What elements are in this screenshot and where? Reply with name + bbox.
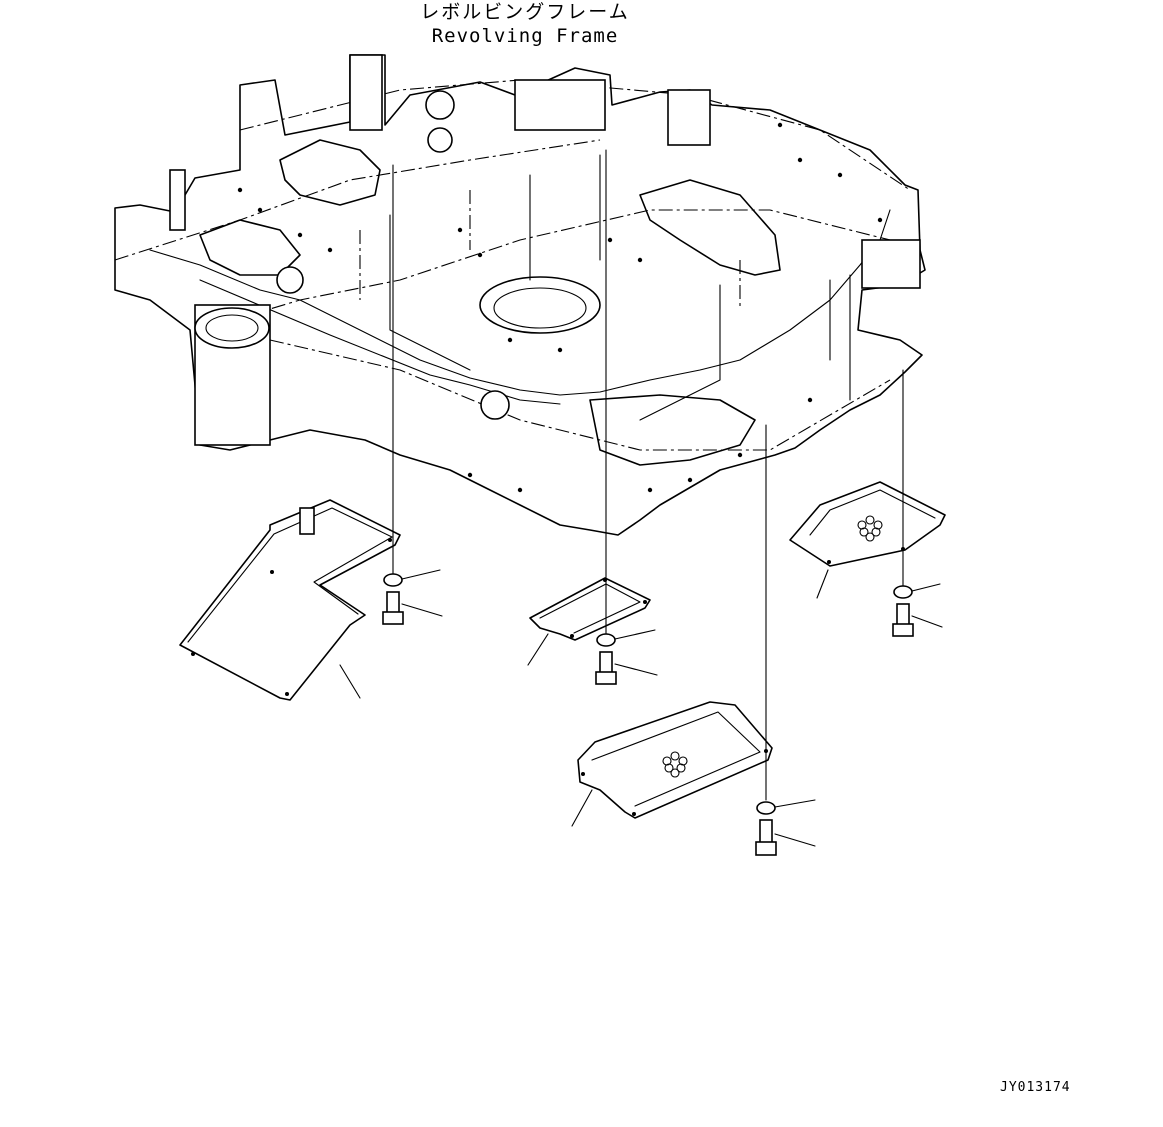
- bolt-right-shank: [896, 603, 910, 627]
- leader-bolt-centre: [614, 663, 658, 676]
- frame-pillar-right: [667, 89, 711, 146]
- leader-right-cover: [816, 569, 829, 599]
- cover-dowel-pin: [299, 507, 315, 535]
- fastener-left: [382, 569, 443, 625]
- washer-centre: [596, 633, 616, 647]
- assembly-lines: [392, 149, 904, 801]
- washer-right: [893, 585, 913, 599]
- leader-lower-cover: [571, 789, 593, 827]
- fastener-lower: [755, 799, 816, 856]
- frame-cutout-front-left: [279, 139, 381, 206]
- leader-washer-lower: [774, 799, 816, 808]
- leader-washer-centre: [614, 629, 656, 640]
- frame-rear-wall: [529, 154, 601, 281]
- frame-cutout-right: [639, 179, 781, 276]
- fastener-centre: [595, 629, 658, 685]
- bolt-lower-shank: [759, 819, 773, 845]
- frame-bracket-boss-1: [425, 90, 455, 120]
- title-english: Revolving Frame: [431, 25, 619, 47]
- bolt-right-head: [892, 623, 914, 637]
- cover-hole-pattern-lower: [662, 751, 688, 778]
- frame-bracket-boss-2: [427, 127, 453, 153]
- frame-centre-wall-right: [639, 284, 721, 421]
- frame-boom-foot-top: [194, 307, 270, 349]
- frame-bolt-holes: [237, 122, 883, 493]
- frame-side-rail: [199, 279, 561, 405]
- frame-centre-wall-left: [389, 214, 471, 371]
- cover-hole-pattern-right: [857, 515, 883, 542]
- undercover-centre: [527, 577, 651, 666]
- frame-pipe-elbow-rear: [480, 390, 510, 420]
- frame-cutout-left: [199, 219, 301, 276]
- bolt-centre-head: [595, 671, 617, 685]
- bolt-left-shank: [386, 591, 400, 615]
- frame-right-wall: [829, 274, 851, 401]
- drawing-code: JY013174: [1000, 1080, 1071, 1095]
- leader-washer-left: [401, 569, 441, 580]
- leader-bolt-left: [401, 603, 443, 617]
- frame-pillar-bracket: [169, 169, 186, 231]
- undercover-left: [179, 499, 401, 701]
- leader-left-cover: [339, 664, 361, 699]
- leader-bolt-right: [911, 615, 943, 628]
- undercover-lower: [571, 701, 773, 827]
- frame-cutout-rear: [589, 394, 756, 466]
- bolt-left-head: [382, 611, 404, 625]
- swing-circle-opening: [479, 276, 601, 334]
- leader-bolt-lower: [774, 833, 816, 847]
- washer-left: [383, 573, 403, 587]
- leader-washer-right: [911, 583, 941, 592]
- fastener-right: [892, 583, 943, 637]
- frame-pipe-elbow: [276, 266, 304, 294]
- undercover-right: [789, 481, 946, 599]
- washer-lower: [756, 801, 776, 815]
- frame-pillar-far-right: [861, 239, 921, 289]
- frame-boom-foot-bore: [205, 314, 259, 342]
- swing-circle-inner: [493, 287, 587, 329]
- bolt-centre-shank: [599, 651, 613, 675]
- title-japanese: レボルビングフレーム: [420, 1, 630, 23]
- leader-centre-cover: [527, 633, 549, 666]
- revolving-frame: [114, 54, 926, 536]
- frame-pillar-left: [349, 54, 383, 131]
- bolt-lower-head: [755, 841, 777, 856]
- frame-pillar-rear: [514, 79, 606, 131]
- title-block: レボルビングフレーム Revolving Frame: [400, 0, 650, 48]
